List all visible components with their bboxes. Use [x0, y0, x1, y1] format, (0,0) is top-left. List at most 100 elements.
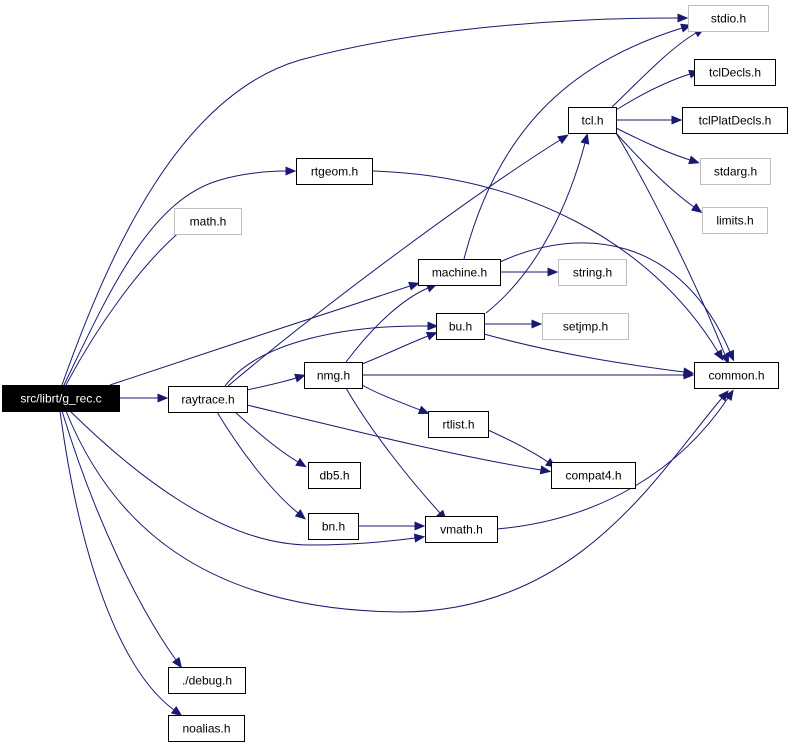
- node-label-debug: ./debug.h: [182, 674, 232, 688]
- arrowhead-stdarg: [688, 155, 700, 165]
- node-label-tclDecls: tclDecls.h: [709, 66, 761, 80]
- node-tcl[interactable]: tcl.h: [568, 107, 617, 134]
- edge-tcl-to-tclPlatDecls: [616, 115, 683, 125]
- node-tclDecls[interactable]: tclDecls.h: [694, 59, 776, 86]
- arrowhead-tcl: [557, 134, 569, 145]
- node-debug[interactable]: ./debug.h: [168, 667, 246, 694]
- arrowhead-tclPlatDecls: [671, 115, 683, 125]
- node-box-math[interactable]: [174, 208, 242, 235]
- arrowhead-rtgeom: [285, 166, 297, 176]
- edge-g_rec-to-noalias: [59, 410, 183, 717]
- node-label-db5: db5.h: [319, 469, 349, 483]
- arrowhead-common: [713, 349, 724, 361]
- node-vmath[interactable]: vmath.h: [425, 516, 498, 543]
- edge-nmg-to-vmath: [345, 387, 447, 521]
- node-stdio[interactable]: stdio.h: [688, 5, 769, 32]
- node-box-common[interactable]: [694, 362, 779, 389]
- arrowhead-bu: [425, 331, 438, 341]
- edge-raytrace-to-bn: [216, 411, 306, 520]
- node-label-compat4: compat4.h: [565, 469, 621, 483]
- arrowhead-db5: [295, 457, 307, 468]
- node-machine[interactable]: machine.h: [418, 259, 501, 286]
- edge-tcl-to-limits: [615, 132, 703, 213]
- edge-tcl-to-stdio: [611, 27, 705, 108]
- node-setjmp[interactable]: setjmp.h: [542, 313, 629, 340]
- arrowhead-string: [547, 267, 559, 277]
- edge-g_rec-to-vmath: [69, 410, 426, 546]
- node-box-stdio[interactable]: [688, 5, 769, 32]
- node-box-string[interactable]: [558, 259, 627, 286]
- node-box-rtlist[interactable]: [428, 411, 489, 438]
- node-box-vmath[interactable]: [425, 516, 498, 543]
- arrowhead-common: [723, 389, 734, 401]
- node-tclPlatDecls[interactable]: tclPlatDecls.h: [682, 107, 788, 134]
- node-common[interactable]: common.h: [694, 362, 779, 389]
- node-box-tcl[interactable]: [568, 107, 617, 134]
- node-math[interactable]: math.h: [174, 208, 242, 235]
- edge-bn-to-vmath: [358, 521, 426, 531]
- edge-nmg-to-rtlist: [361, 384, 430, 415]
- arrowhead-stdio: [677, 13, 689, 23]
- edge-raytrace-to-compat4: [246, 404, 552, 475]
- arrowhead-common: [720, 352, 730, 365]
- edge-bu-to-common: [483, 333, 695, 377]
- arrowhead-setjmp: [531, 319, 543, 329]
- edge-tcl-to-common: [615, 132, 730, 365]
- edge-raytrace-to-nmg: [246, 373, 306, 391]
- node-box-compat4[interactable]: [551, 462, 636, 489]
- node-nmg[interactable]: nmg.h: [304, 362, 363, 389]
- node-box-machine[interactable]: [418, 259, 501, 286]
- node-bu[interactable]: bu.h: [436, 313, 485, 340]
- node-label-bu: bu.h: [449, 320, 472, 334]
- node-rtlist[interactable]: rtlist.h: [428, 411, 489, 438]
- node-box-debug[interactable]: [168, 667, 246, 694]
- node-box-nmg[interactable]: [304, 362, 363, 389]
- node-db5[interactable]: db5.h: [308, 462, 361, 489]
- node-label-tcl: tcl.h: [581, 114, 603, 128]
- node-box-stdarg[interactable]: [700, 158, 771, 185]
- edge-raytrace-to-bu: [224, 321, 439, 387]
- node-raytrace[interactable]: raytrace.h: [168, 386, 248, 413]
- edge-g_rec-to-common: [65, 390, 729, 613]
- edge-g_rec-to-rtgeom: [63, 166, 297, 386]
- node-box-noalias[interactable]: [168, 715, 245, 742]
- node-compat4[interactable]: compat4.h: [551, 462, 636, 489]
- edge-rtgeom-to-common: [371, 170, 724, 361]
- arrowhead-limits: [690, 202, 703, 213]
- node-box-tclPlatDecls[interactable]: [682, 107, 788, 134]
- node-box-db5[interactable]: [308, 462, 361, 489]
- node-box-raytrace[interactable]: [168, 386, 248, 413]
- node-box-bu[interactable]: [436, 313, 485, 340]
- node-stdarg[interactable]: stdarg.h: [700, 158, 771, 185]
- node-label-string: string.h: [573, 266, 612, 280]
- node-limits[interactable]: limits.h: [702, 207, 768, 234]
- arrowhead-noalias: [170, 706, 183, 717]
- node-label-raytrace: raytrace.h: [181, 393, 234, 407]
- edge-tcl-to-stdarg: [615, 127, 700, 165]
- node-label-common: common.h: [708, 369, 764, 383]
- node-label-bn: bn.h: [322, 520, 345, 534]
- node-label-rtgeom: rtgeom.h: [311, 165, 358, 179]
- node-label-limits: limits.h: [716, 214, 753, 228]
- node-g_rec[interactable]: src/librt/g_rec.c: [2, 385, 120, 412]
- node-rtgeom[interactable]: rtgeom.h: [296, 158, 373, 185]
- node-box-rtgeom[interactable]: [296, 158, 373, 185]
- node-bn[interactable]: bn.h: [308, 513, 359, 540]
- edge-nmg-to-machine: [345, 283, 438, 363]
- arrowhead-nmg: [294, 373, 306, 383]
- edge-nmg-to-bu: [361, 331, 438, 365]
- node-box-g_rec[interactable]: [2, 385, 120, 412]
- node-label-math: math.h: [190, 215, 227, 229]
- node-noalias[interactable]: noalias.h: [168, 715, 245, 742]
- node-box-tclDecls[interactable]: [694, 59, 776, 86]
- arrowhead-vmath: [414, 521, 426, 531]
- node-box-bn[interactable]: [308, 513, 359, 540]
- node-box-setjmp[interactable]: [542, 313, 629, 340]
- arrowhead-common: [725, 349, 735, 362]
- arrowhead-raytrace: [157, 393, 169, 403]
- node-box-limits[interactable]: [702, 207, 768, 234]
- edge-bu-to-tcl: [485, 133, 590, 314]
- node-string[interactable]: string.h: [558, 259, 627, 286]
- edges-layer: [59, 13, 735, 717]
